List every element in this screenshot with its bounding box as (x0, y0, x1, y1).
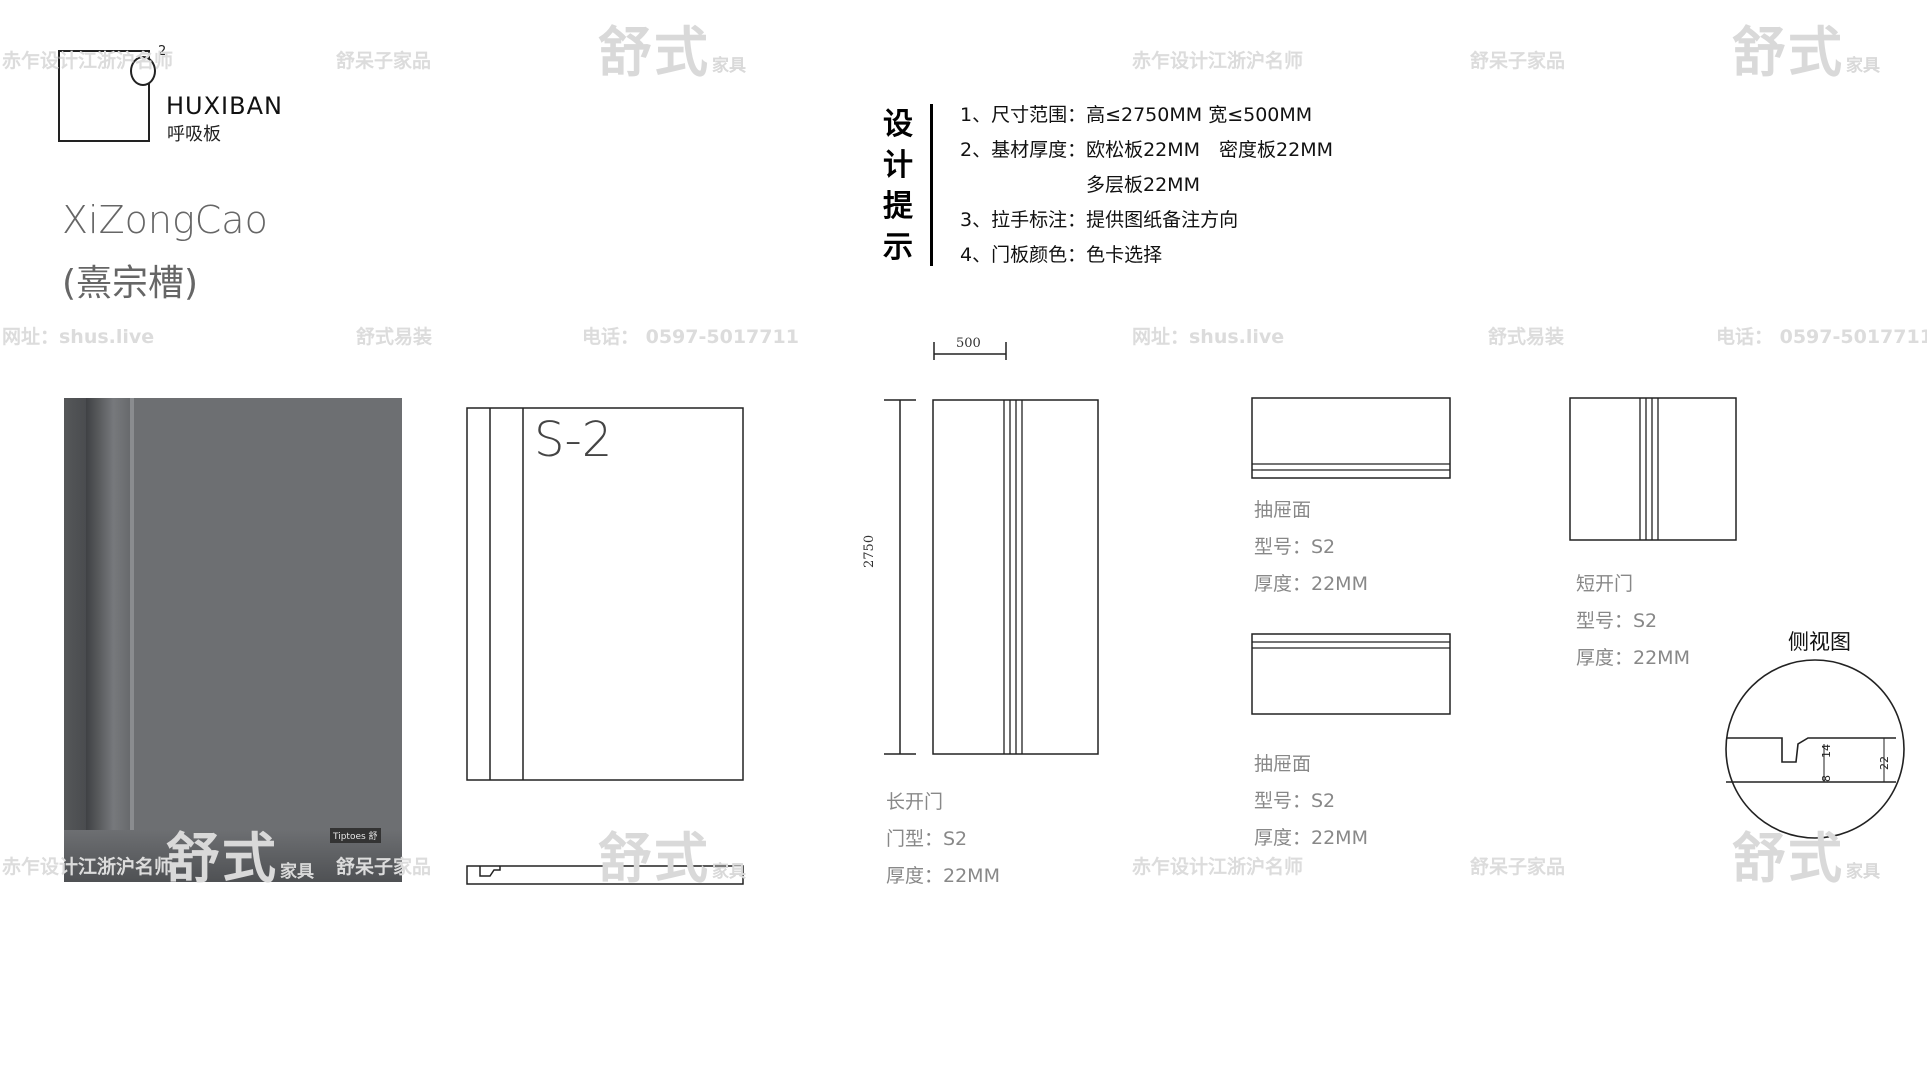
logo-superscript: 2 (158, 44, 167, 59)
drawer-top-thickness: 厚度：22MM (1254, 573, 1368, 595)
watermark-studio: 赤乍设计江浙沪名师 (2, 856, 174, 878)
brand-cn: 呼吸板 (167, 124, 221, 145)
tips-divider (930, 104, 933, 266)
drawer-bottom-thickness: 厚度：22MM (1254, 827, 1368, 849)
drawer-top-model: 型号：S2 (1254, 536, 1336, 558)
watermark-install: 舒式易装 (356, 326, 433, 348)
long-door-title: 长开门 (886, 791, 944, 813)
long-door-caption: 长开门 门型：S2 厚度：22MM (886, 784, 1000, 895)
width-dimension: 500 (956, 336, 981, 351)
tips-lines: 1、尺寸范围：高≤2750MM 宽≤500MM 2、基材厚度：欧松板22MM 密… (960, 98, 1333, 273)
side-view-profile (1726, 737, 1896, 783)
short-door-thickness: 厚度：22MM (1576, 647, 1690, 669)
side-dimension-b: 8 (1820, 775, 1833, 782)
watermark-big: 舒式家具 (598, 814, 746, 893)
watermark-install: 舒式易装 (1488, 326, 1565, 348)
watermark-brand-small: 舒呆子家品 (336, 856, 432, 878)
side-view-title: 侧视图 (1788, 630, 1851, 654)
drawer-top-title: 抽屉面 (1254, 499, 1312, 521)
watermark-big: 舒式家具 (598, 8, 746, 87)
watermark-big-text: 舒式 (166, 827, 278, 890)
height-dimension-line (884, 399, 916, 755)
product-name-cn: (熹宗槽) (62, 263, 199, 304)
side-view-drawing (1725, 659, 1905, 839)
watermark-big-text: 舒式 (1732, 827, 1844, 890)
photo-groove-edge (130, 398, 134, 882)
watermark-big-text: 舒式 (598, 21, 710, 84)
long-door-thickness: 厚度：22MM (886, 865, 1000, 887)
tip-material-cont: 多层板22MM (1086, 174, 1200, 196)
tip-handle: 3、拉手标注：提供图纸备注方向 (960, 209, 1239, 231)
product-photo: Tiptoes 舒 (64, 398, 402, 882)
tips-title: 设 计 提 示 (880, 104, 916, 268)
short-door-outline (1569, 397, 1737, 541)
watermark-big-suffix: 家具 (280, 862, 314, 882)
drawer-top-outline (1251, 397, 1451, 479)
logo-o (130, 56, 156, 86)
watermark-big: 舒式家具 (1732, 8, 1880, 87)
sample-panel-outline (466, 407, 744, 781)
tips-title-char: 示 (883, 230, 913, 265)
logo-square (58, 50, 150, 142)
tip-material: 2、基材厚度：欧松板22MM 密度板22MM (960, 139, 1334, 161)
watermark-brand-small: 舒呆子家品 (336, 50, 432, 72)
watermark-big-suffix: 家具 (712, 56, 746, 76)
product-name-en: XiZongCao (62, 198, 268, 242)
photo-groove (86, 398, 132, 882)
watermark-studio: 赤乍设计江浙沪名师 (1132, 50, 1304, 72)
watermark-big-suffix: 家具 (712, 862, 746, 882)
side-dimension-total: 22 (1878, 756, 1891, 770)
drawer-bottom-title: 抽屉面 (1254, 753, 1312, 775)
watermark-phone: 电话： 0597-5017711 (582, 326, 799, 348)
short-door-drawing (1569, 397, 1737, 541)
side-dimension-a: 14 (1820, 744, 1833, 758)
photo-groove-shadow (64, 398, 86, 882)
drawer-bottom-caption: 抽屉面 型号：S2 厚度：22MM (1254, 746, 1368, 857)
drawer-bottom-outline (1251, 633, 1451, 715)
short-door-title: 短开门 (1576, 573, 1634, 595)
watermark-big: 舒式家具 (1732, 814, 1880, 893)
watermark-big-text: 舒式 (598, 827, 710, 890)
watermark-studio: 赤乍设计江浙沪名师 (1132, 856, 1304, 878)
tip-color: 4、门板颜色：色卡选择 (960, 244, 1163, 266)
long-door-model: 门型：S2 (886, 828, 968, 850)
watermark-studio: 赤乍设计江浙沪名师 (2, 50, 174, 72)
watermark-website: 网址：shus.live (1132, 326, 1285, 348)
short-door-model: 型号：S2 (1576, 610, 1658, 632)
brand-logo: 2 HUXIBAN 呼吸板 (58, 40, 308, 150)
drawer-top-caption: 抽屉面 型号：S2 厚度：22MM (1254, 492, 1368, 603)
drawer-top-drawing (1251, 397, 1451, 479)
photo-badge: Tiptoes 舒 (330, 828, 381, 843)
short-door-caption: 短开门 型号：S2 厚度：22MM (1576, 566, 1690, 677)
watermark-brand-small: 舒呆子家品 (1470, 50, 1566, 72)
sample-label: S-2 (534, 412, 613, 468)
tips-title-char: 提 (883, 189, 913, 224)
tip-size-range: 1、尺寸范围：高≤2750MM 宽≤500MM (960, 104, 1313, 126)
watermark-website: 网址：shus.live (2, 326, 155, 348)
tips-title-char: 计 (883, 148, 913, 183)
sample-drawing (466, 407, 744, 885)
long-door-drawing (884, 342, 1099, 755)
side-view-dimension (1823, 737, 1888, 783)
watermark-brand-small: 舒呆子家品 (1470, 856, 1566, 878)
watermark-big-suffix: 家具 (1846, 862, 1880, 882)
watermark-big-suffix: 家具 (1846, 56, 1880, 76)
width-dimension-line (933, 342, 1007, 360)
drawer-bottom-model: 型号：S2 (1254, 790, 1336, 812)
brand-name: HUXIBAN (166, 92, 283, 120)
sample-section-profile (466, 865, 744, 885)
watermark-big: 舒式家具 (166, 814, 314, 893)
drawer-bottom-drawing (1251, 633, 1451, 715)
watermark-phone: 电话： 0597-5017711 (1716, 326, 1927, 348)
side-view-circle (1725, 659, 1905, 839)
height-dimension: 2750 (862, 534, 877, 568)
watermark-big-text: 舒式 (1732, 21, 1844, 84)
tips-title-char: 设 (883, 107, 913, 142)
